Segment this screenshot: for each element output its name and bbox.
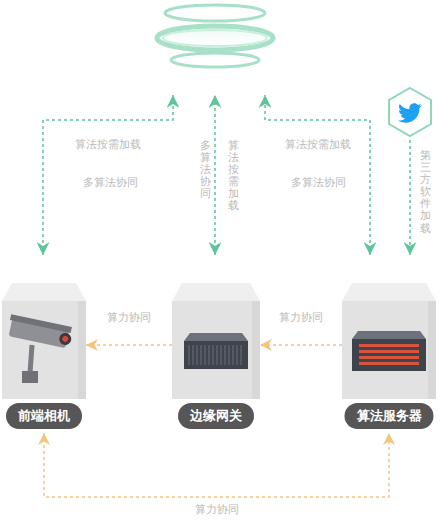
vent-slit: [224, 345, 226, 365]
device-label: 算法服务器: [345, 403, 434, 429]
device-node: 算法服务器: [342, 283, 436, 433]
annotation-label: 多算法协同: [83, 176, 138, 190]
link-label: 算力协同: [193, 503, 241, 517]
device-cube: [172, 283, 260, 399]
device-cube: [342, 283, 436, 399]
cube-side: [78, 301, 86, 399]
annotation-label: 算法按需加载: [285, 138, 351, 152]
cube-side: [428, 301, 436, 399]
annotation-label: 多算法协同: [200, 140, 211, 200]
vent-slit: [240, 345, 242, 365]
camera-base: [22, 371, 38, 383]
server-light-strip: [359, 356, 419, 359]
camera-lens-light: [62, 335, 69, 342]
vent-slit: [216, 345, 218, 365]
camera-mount: [30, 345, 32, 373]
third-party-icon: [389, 88, 431, 136]
load-wire: [43, 95, 173, 255]
ring: [171, 53, 259, 67]
device-top: [352, 331, 426, 339]
cube-top: [172, 283, 260, 301]
cube-front: [172, 301, 260, 399]
link-label: 算力协同: [105, 311, 153, 325]
device-front: [352, 339, 426, 371]
cube-front: [2, 301, 86, 399]
vent-slit: [232, 345, 234, 365]
cube-front: [342, 301, 436, 399]
compute-link: [44, 433, 389, 497]
cube-top: [2, 283, 86, 301]
ring-band: [157, 26, 273, 50]
annotation-label: 算法按需加载: [75, 138, 141, 152]
device-top: [184, 333, 248, 341]
camera-lens: [58, 332, 72, 346]
compute-link: [86, 344, 172, 346]
load-wire: [214, 95, 216, 255]
vent-slit: [220, 345, 222, 365]
device-node: 前端相机: [2, 283, 86, 433]
bird-icon: [398, 103, 422, 122]
link-label: 算力协同: [277, 311, 325, 325]
vent-slit: [228, 345, 230, 365]
vent-slit: [208, 345, 210, 365]
cube-top: [342, 283, 436, 301]
server-icon: [352, 331, 426, 371]
vent-slit: [192, 345, 194, 365]
cube-side: [252, 301, 260, 399]
gateway-icon: [184, 333, 248, 369]
load-wire: [265, 95, 370, 255]
vent-slit: [212, 345, 214, 365]
device-cube: [2, 283, 86, 399]
device-node: 边缘网关: [172, 283, 260, 433]
vent-slit: [196, 345, 198, 365]
device-label: 前端相机: [6, 403, 82, 429]
camera-icon: [7, 314, 74, 383]
device-front: [184, 341, 248, 369]
cloud-rings: [157, 5, 273, 67]
hexagon: [389, 88, 431, 136]
vent-slit: [236, 345, 238, 365]
server-light-strip: [359, 362, 419, 365]
ring: [163, 30, 267, 46]
annotation-label: 多算法协同: [291, 176, 346, 190]
annotation-label: 第三方软件加载: [420, 150, 431, 235]
vent-slit: [200, 345, 202, 365]
load-wire: [409, 140, 411, 255]
camera-hood: [10, 314, 72, 333]
vent-slit: [204, 345, 206, 365]
compute-link: [260, 344, 342, 346]
device-label: 边缘网关: [178, 403, 254, 429]
server-light-strip: [359, 344, 419, 347]
server-light-strip: [359, 350, 419, 353]
vent-slit: [188, 345, 190, 365]
annotation-label: 算法按需加载: [228, 140, 239, 213]
ring: [165, 5, 265, 21]
